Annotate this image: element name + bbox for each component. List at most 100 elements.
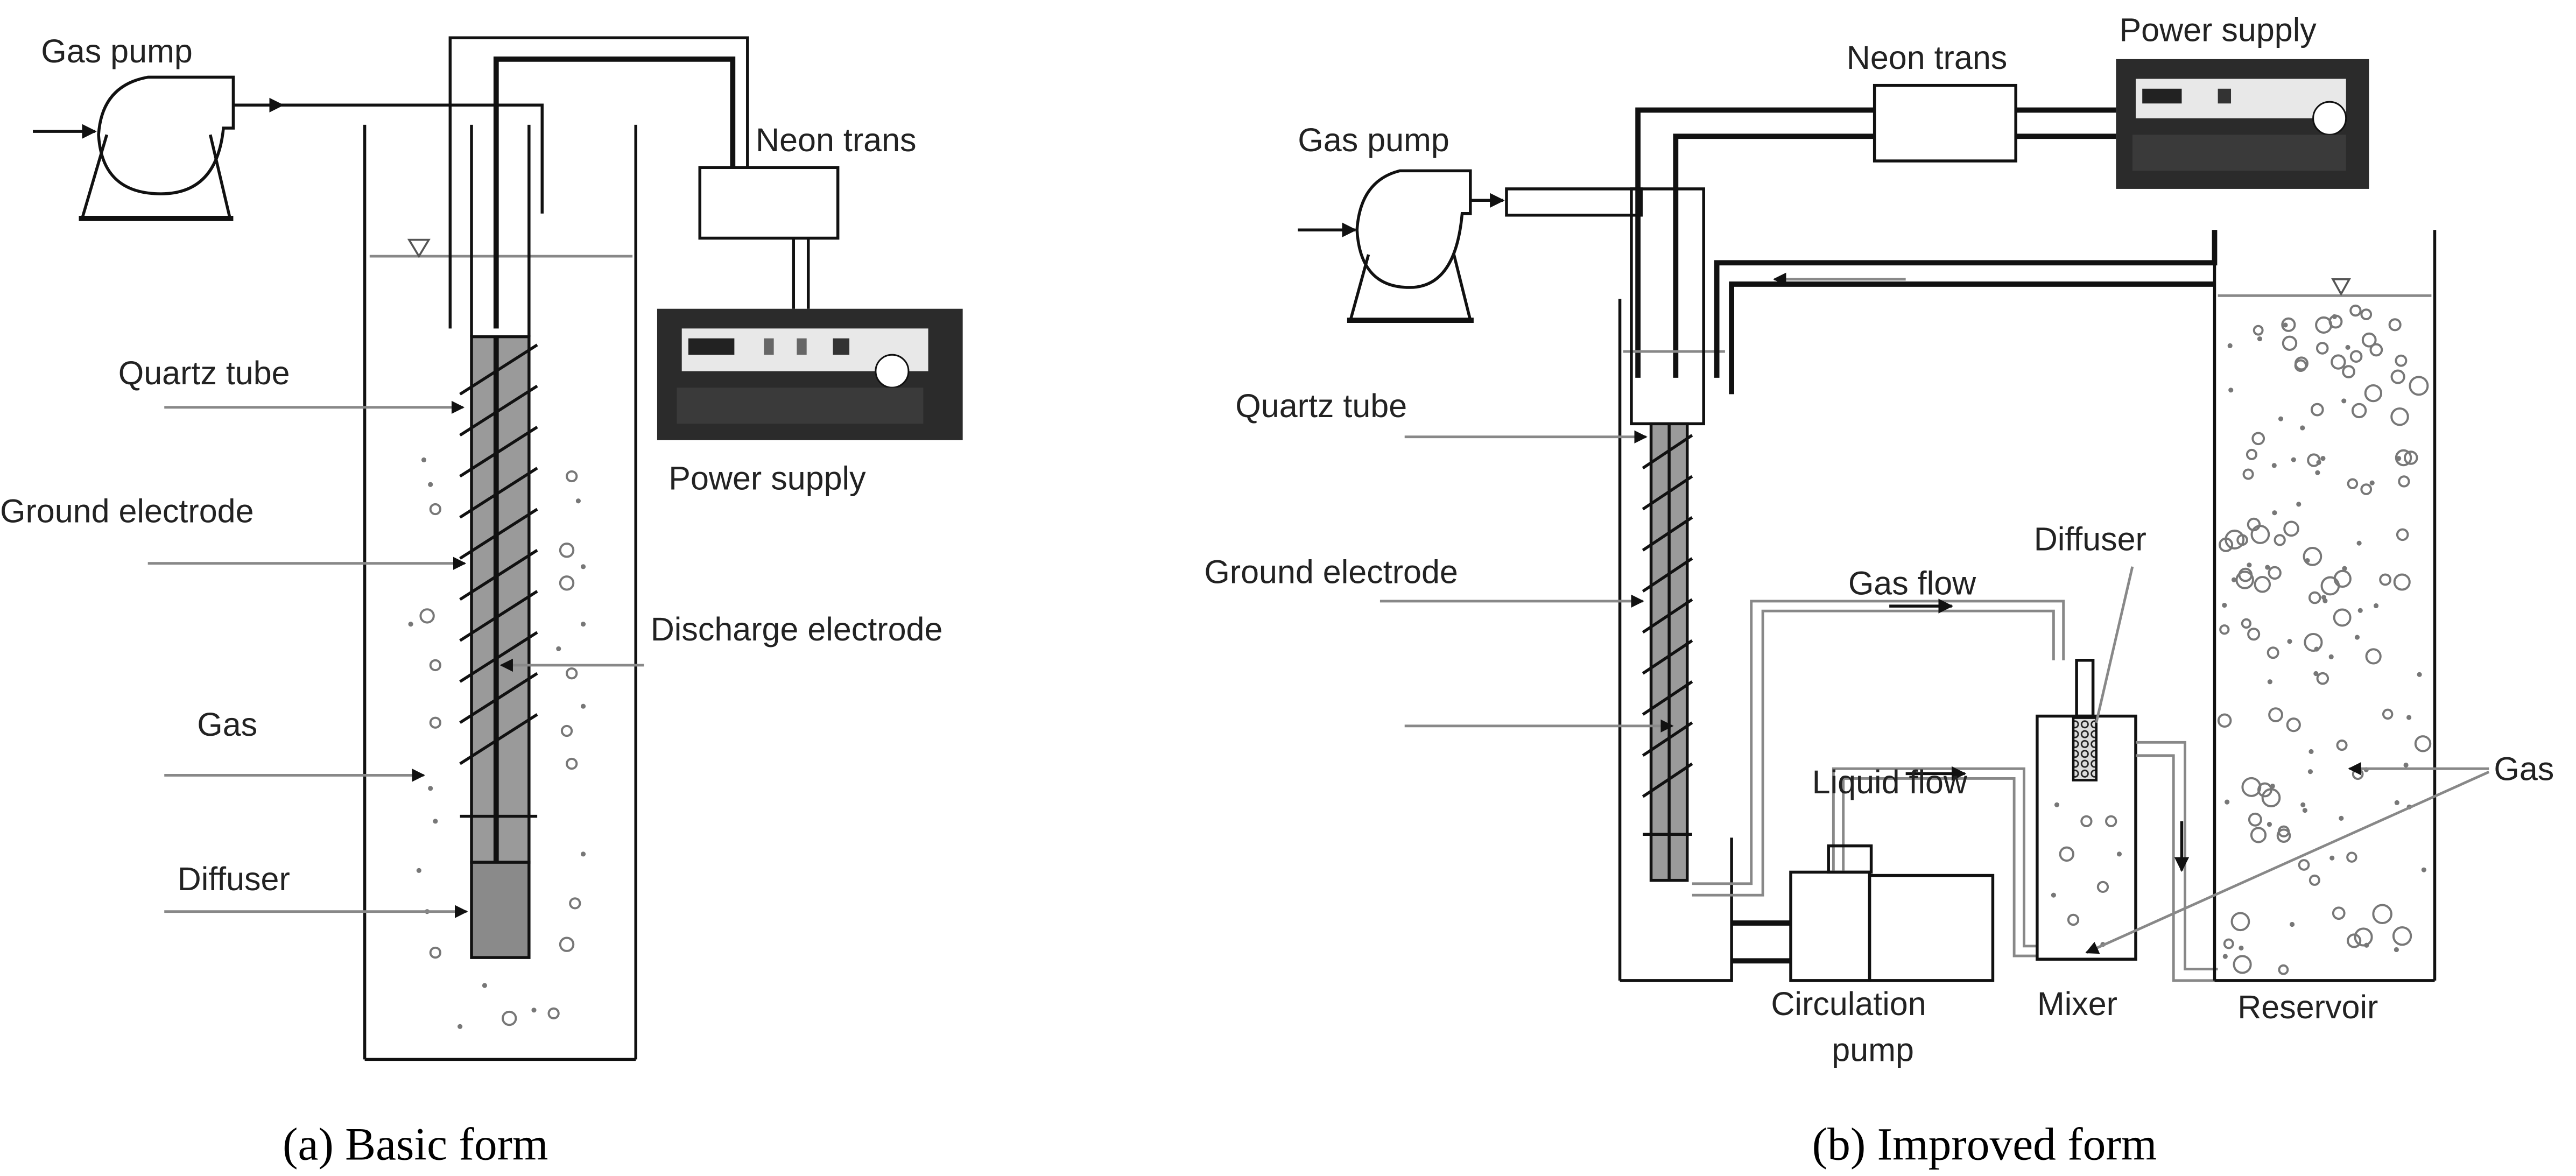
bubble [2333, 608, 2352, 627]
bubble [2282, 335, 2298, 351]
bubble [2390, 369, 2405, 384]
diffuser-b [2072, 716, 2098, 781]
bubble [2342, 365, 2355, 378]
bubble [2336, 740, 2348, 751]
bubble [2398, 475, 2410, 488]
label-quartz-tube-a: Quartz tube [118, 355, 290, 391]
bubble [2360, 308, 2373, 320]
reactor-vessel-a [363, 124, 637, 1061]
label-neon-trans-b: Neon trans [1847, 39, 2007, 76]
label-mixer: Mixer [2037, 985, 2117, 1022]
bubble [2379, 573, 2392, 586]
caption-b: (b) Improved form [1812, 1119, 2157, 1170]
bubble [2332, 314, 2337, 319]
bubble [2349, 304, 2362, 317]
bubble [2236, 534, 2248, 546]
bubble [2369, 480, 2375, 485]
bubble [2302, 808, 2307, 813]
bubble [2286, 717, 2301, 733]
bubble [2219, 624, 2230, 635]
bubble [2373, 603, 2379, 609]
bubble [2347, 933, 2362, 948]
bubble [2242, 468, 2254, 480]
label-circulation-pump-1: Circulation [1771, 985, 1926, 1022]
bubble [2396, 456, 2402, 461]
gas-bubbles-b [2217, 304, 2432, 975]
quartz-tube-a [470, 335, 531, 864]
bubble [2250, 525, 2270, 544]
label-reservoir: Reservoir [2237, 989, 2378, 1025]
bubble [2217, 713, 2232, 728]
bubble [2287, 639, 2292, 644]
label-gas-pump-a: Gas pump [41, 33, 193, 69]
neon-transformer-b [1873, 83, 2017, 163]
bubble [2369, 343, 2383, 357]
bubble [2354, 927, 2373, 947]
label-diffuser-b: Diffuser [2034, 520, 2146, 557]
bubble [2257, 782, 2272, 798]
bubble [2332, 906, 2346, 920]
gas-pump-icon [33, 75, 284, 221]
bubble [2281, 317, 2296, 332]
bubble [2351, 403, 2367, 419]
bubble [2331, 354, 2346, 370]
bubble [2307, 769, 2313, 774]
label-discharge-electrode-a: Discharge electrode [651, 611, 943, 647]
water-level-icon [2331, 278, 2351, 297]
label-power-supply-a: Power supply [668, 460, 866, 496]
bubble [2328, 654, 2334, 659]
bubble [2265, 565, 2270, 570]
bubble [2241, 618, 2252, 629]
bubble [2315, 316, 2333, 334]
bubble [2314, 646, 2319, 652]
bubble [2393, 573, 2411, 591]
bubble [2267, 646, 2279, 659]
panel-basic-form: Gas pump Neon trans [0, 33, 963, 1170]
bubble [2339, 815, 2344, 821]
bubble [2406, 715, 2412, 720]
ground-electrode-coil-b [1642, 434, 1693, 836]
bubble [2251, 432, 2265, 446]
bubble [2247, 517, 2261, 532]
reactor-vessel-b [1618, 299, 1733, 982]
bubble [2283, 322, 2288, 328]
bubble [2372, 904, 2392, 925]
bubble [2296, 502, 2301, 507]
panel-improved-form: Gas pump Neon trans Power supply [1204, 11, 2554, 1170]
label-gas-pump-b: Gas pump [1298, 122, 1449, 158]
bubble [2409, 376, 2429, 396]
bubble [2257, 336, 2263, 342]
bubble [2394, 947, 2399, 953]
bubble [2310, 403, 2324, 417]
bubble [2235, 571, 2254, 589]
caption-a: (a) Basic form [283, 1119, 548, 1170]
bubble [2247, 562, 2252, 568]
label-diffuser-a: Diffuser [178, 861, 290, 897]
circulation-pump [1732, 844, 1995, 982]
bubble [2308, 874, 2320, 886]
bubble [2227, 343, 2233, 348]
bubble [2246, 448, 2258, 460]
bubble [2222, 602, 2227, 608]
bubble [2320, 576, 2340, 596]
bubble [2271, 463, 2277, 468]
bubble [2233, 955, 2252, 974]
bubble [2294, 359, 2307, 372]
bubble [2342, 566, 2347, 571]
bubble [2268, 707, 2283, 722]
bubble [2291, 457, 2296, 462]
label-gas-b: Gas [2494, 751, 2554, 787]
bubble [2270, 783, 2275, 789]
bubble [2313, 671, 2319, 677]
bubble [2396, 528, 2409, 541]
bubble [2308, 591, 2321, 604]
bubble [2403, 450, 2418, 465]
bubble [2300, 802, 2306, 807]
bubble [2308, 749, 2314, 755]
bubble [2395, 354, 2408, 367]
bubble [2315, 470, 2320, 475]
label-gas-flow: Gas flow [1848, 565, 1976, 602]
label-ground-electrode-a: Ground electrode [0, 492, 254, 529]
bubble [2360, 483, 2373, 495]
